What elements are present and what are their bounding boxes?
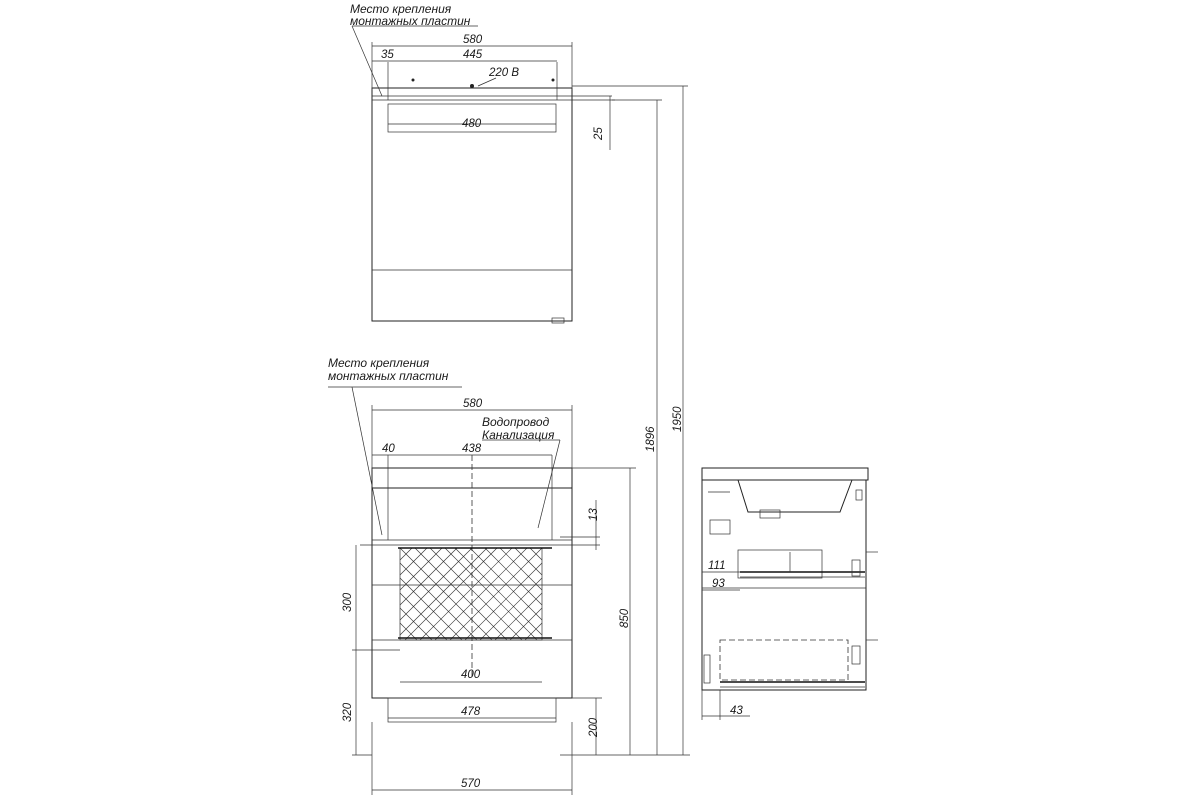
dim-side-93: 93	[712, 578, 725, 590]
dim-bottom-width: 580	[463, 398, 483, 410]
sewer-label: Канализация	[482, 428, 555, 442]
dim-lower-height: 320	[342, 702, 354, 722]
dim-bottom-gap: 13	[588, 508, 600, 521]
dim-side-43: 43	[730, 705, 743, 717]
dim-height-1896: 1896	[645, 426, 657, 452]
dim-lower-width: 478	[461, 706, 481, 718]
side-dimensions	[701, 571, 750, 720]
dim-top-offset: 35	[381, 49, 394, 61]
lower-cabinet	[371, 455, 573, 723]
dim-height-200: 200	[588, 717, 600, 738]
voltage-label: 220 В	[488, 67, 519, 79]
dim-drawer-width: 400	[461, 669, 481, 681]
dim-base-width: 570	[461, 778, 481, 790]
mounting-label-bottom-1: Место крепления	[328, 356, 430, 370]
dim-bottom-inner: 438	[462, 443, 482, 455]
dim-side-111: 111	[708, 560, 725, 572]
drawer-hatch	[399, 547, 543, 641]
dim-top-inner: 445	[463, 49, 483, 61]
dim-height-1950: 1950	[672, 406, 684, 432]
mounting-label-top-2: монтажных пластин	[350, 14, 471, 28]
mounting-label-bottom-2: монтажных пластин	[328, 369, 449, 383]
upper-dimensions	[351, 25, 615, 150]
dim-bottom-offset: 40	[382, 443, 395, 455]
dim-top-inner2: 480	[462, 118, 482, 130]
lower-dimensions	[328, 85, 690, 795]
upper-cabinet	[371, 62, 612, 324]
dim-top-width: 580	[463, 34, 483, 46]
mounting-label-top-1: Место крепления	[350, 2, 452, 16]
dim-drawer-height: 300	[342, 592, 354, 612]
dim-height-850: 850	[619, 608, 631, 628]
water-label: Водопровод	[482, 415, 550, 429]
dim-top-gap: 25	[593, 127, 605, 141]
side-view	[701, 467, 878, 691]
